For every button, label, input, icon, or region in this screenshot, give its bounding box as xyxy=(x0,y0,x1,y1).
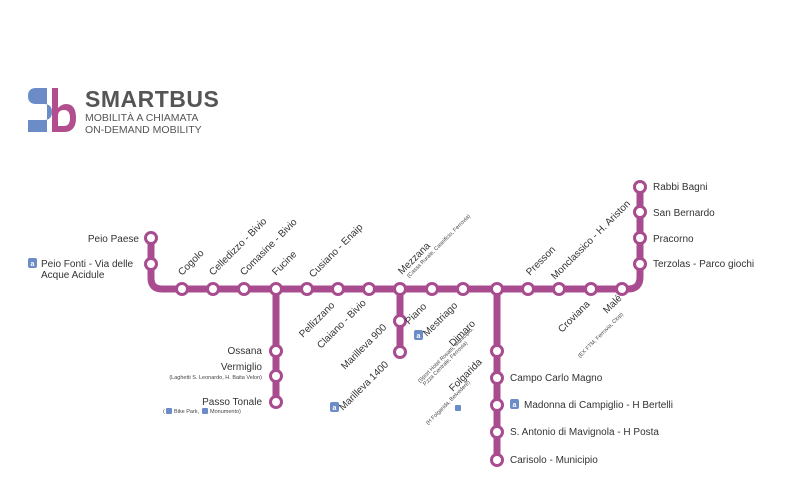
label-peio-fonti-2: Acque Acidule xyxy=(41,270,105,281)
label-san-bernardo: San Bernardo xyxy=(653,208,715,219)
label-mezzana-sub: (Cassa Rurale, Caseificio, Ferrovia) xyxy=(406,213,472,279)
stop-presson[interactable] xyxy=(521,282,535,296)
stop-folgarida[interactable] xyxy=(490,344,504,358)
brand-name: SMARTBUS xyxy=(85,86,219,112)
stop-marilleva-1400[interactable] xyxy=(393,345,407,359)
brand-tagline-en: ON-DEMAND MOBILITY xyxy=(85,124,202,136)
main-route-line xyxy=(147,183,644,293)
stop-cusiano[interactable] xyxy=(362,282,376,296)
stop-comasine[interactable] xyxy=(237,282,251,296)
label-terzolas: Terzolas - Parco giochi xyxy=(653,259,754,270)
bus-icon: a xyxy=(28,258,37,268)
bus-icon: a xyxy=(330,402,339,412)
stop-mezzana[interactable] xyxy=(393,282,407,296)
stop-piano[interactable] xyxy=(425,282,439,296)
stop-claiano[interactable] xyxy=(331,282,345,296)
stop-dimaro[interactable] xyxy=(490,282,504,296)
bus-icon xyxy=(455,405,461,411)
stop-markers xyxy=(144,180,647,467)
stop-campo-carlo-magno[interactable] xyxy=(490,371,504,385)
svg-text:a: a xyxy=(513,402,517,409)
stop-pracorno[interactable] xyxy=(633,231,647,245)
svg-text:(: ( xyxy=(163,409,165,415)
label-peio-paese: Peio Paese xyxy=(88,234,140,245)
stop-ossana[interactable] xyxy=(269,344,283,358)
label-comasine: Comasine - Bivio xyxy=(238,217,300,279)
label-passo-tonale-sub-2: Monumento) xyxy=(210,409,241,415)
bus-icon xyxy=(202,408,208,414)
stop-peio-fonti[interactable] xyxy=(144,257,158,271)
stop-cogolo[interactable] xyxy=(175,282,189,296)
stop-san-bernardo[interactable] xyxy=(633,205,647,219)
bus-icon xyxy=(166,408,172,414)
label-cogolo: Cogolo xyxy=(176,248,206,278)
stop-peio-paese[interactable] xyxy=(144,231,158,245)
bus-icon: a xyxy=(510,399,519,409)
stop-marilleva-900[interactable] xyxy=(393,314,407,328)
smartbus-logo xyxy=(28,88,76,132)
brand-tagline-it: MOBILITÀ A CHIAMATA xyxy=(85,111,198,124)
stop-carisolo[interactable] xyxy=(490,453,504,467)
svg-text:a: a xyxy=(333,405,337,412)
stop-passo-tonale[interactable] xyxy=(269,395,283,409)
stop-rabbi-bagni[interactable] xyxy=(633,180,647,194)
label-campo-carlo-magno: Campo Carlo Magno xyxy=(510,373,603,384)
label-peio-fonti-1: Peio Fonti - Via delle xyxy=(41,259,134,270)
label-male-sub: (EX FTM, Ferrovia, Clop) xyxy=(577,312,625,360)
bus-icon: a xyxy=(414,330,423,340)
label-s-antonio: S. Antonio di Mavignola - H Posta xyxy=(510,427,659,438)
label-ossana: Ossana xyxy=(228,346,263,357)
label-passo-tonale: Passo Tonale xyxy=(202,397,262,408)
label-vermiglio-sub: (Laghetti S. Leonardo, H. Baita Velon) xyxy=(169,375,262,381)
stop-madonna-di-campiglio[interactable] xyxy=(490,398,504,412)
stop-croviana[interactable] xyxy=(584,282,598,296)
stop-pellizzano[interactable] xyxy=(300,282,314,296)
stop-male[interactable] xyxy=(615,282,629,296)
label-monclassico: Monclassico - H. Ariston xyxy=(549,198,633,282)
label-celledizzo: Celledizzo - Bivio xyxy=(207,216,269,278)
logo-s-shape xyxy=(28,88,52,132)
stop-s-antonio[interactable] xyxy=(490,425,504,439)
label-madonna-di-campiglio: Madonna di Campiglio - H Bertelli xyxy=(524,400,673,411)
stop-terzolas[interactable] xyxy=(633,257,647,271)
label-carisolo: Carisolo - Municipio xyxy=(510,455,598,466)
label-vermiglio: Vermiglio xyxy=(221,362,263,373)
label-passo-tonale-sub-1: Bike Park, xyxy=(174,409,200,415)
label-croviana: Croviana xyxy=(556,299,592,335)
label-cusiano: Cusiano - Enaip xyxy=(307,222,365,280)
svg-text:a: a xyxy=(31,261,35,268)
stop-vermiglio[interactable] xyxy=(269,369,283,383)
stop-mestriago[interactable] xyxy=(456,282,470,296)
stop-monclassico[interactable] xyxy=(552,282,566,296)
label-rabbi-bagni: Rabbi Bagni xyxy=(653,182,707,193)
svg-text:a: a xyxy=(417,333,421,340)
label-piano: Piano xyxy=(403,301,429,327)
stop-celledizzo[interactable] xyxy=(206,282,220,296)
stop-fucine[interactable] xyxy=(269,282,283,296)
label-pracorno: Pracorno xyxy=(653,234,694,245)
label-fucine: Fucine xyxy=(270,249,299,278)
logo-b-shape xyxy=(52,88,76,132)
